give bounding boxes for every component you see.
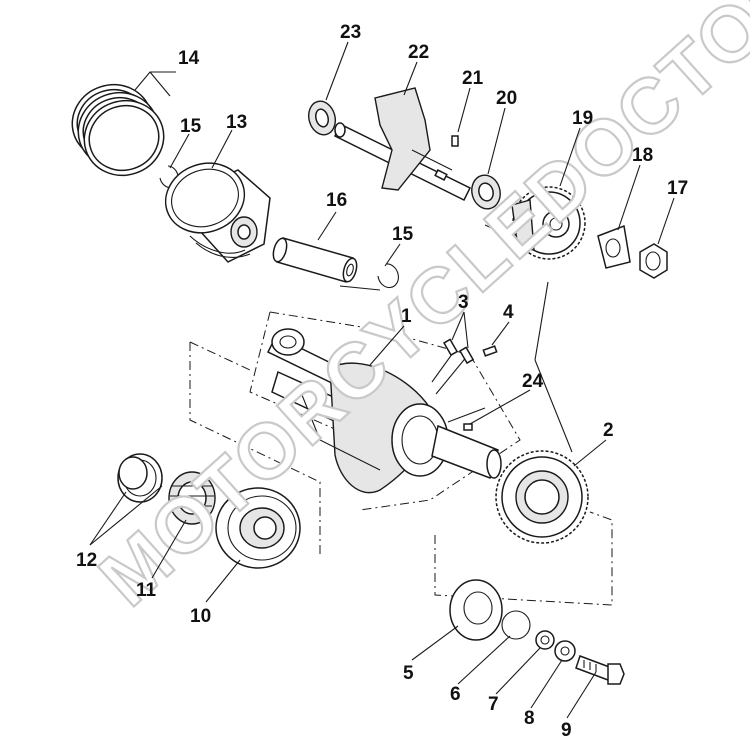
callout-6: 6 bbox=[450, 684, 461, 705]
callout-4: 4 bbox=[503, 302, 514, 323]
callout-15-lower: 15 bbox=[392, 224, 414, 245]
callout-17: 17 bbox=[667, 178, 688, 199]
nut bbox=[639, 243, 668, 279]
retainer-plate bbox=[449, 579, 503, 641]
oil-seal bbox=[117, 453, 163, 503]
primary-drive-gear bbox=[495, 450, 589, 544]
callout-23: 23 bbox=[340, 22, 361, 43]
balancer-shaft bbox=[334, 87, 472, 202]
callout-3: 3 bbox=[458, 292, 469, 313]
callout-12: 12 bbox=[76, 550, 97, 571]
callout-9: 9 bbox=[561, 720, 572, 741]
dowel-pin bbox=[463, 423, 473, 431]
woodruff-key bbox=[451, 135, 459, 147]
callout-5: 5 bbox=[403, 663, 414, 684]
callout-1: 1 bbox=[401, 306, 412, 327]
piston-pin-clip-lower bbox=[377, 263, 399, 288]
callout-16: 16 bbox=[326, 190, 347, 211]
needle-bearing bbox=[168, 471, 216, 525]
callout-19: 19 bbox=[572, 108, 593, 129]
callout-18: 18 bbox=[632, 145, 653, 166]
callout-21: 21 bbox=[462, 68, 484, 89]
balancer-driven-gear bbox=[511, 186, 586, 260]
spring bbox=[443, 338, 475, 365]
leader-lines bbox=[89, 41, 675, 719]
pin bbox=[482, 345, 498, 357]
lock-washer bbox=[597, 224, 631, 269]
crank-bearing bbox=[215, 487, 301, 569]
callout-7: 7 bbox=[488, 694, 499, 715]
callout-11: 11 bbox=[136, 580, 157, 601]
piston bbox=[164, 162, 271, 263]
circlip bbox=[501, 610, 531, 640]
callout-20: 20 bbox=[496, 88, 517, 109]
washer-a bbox=[535, 630, 555, 650]
callout-2: 2 bbox=[603, 420, 614, 441]
callout-8: 8 bbox=[524, 708, 535, 729]
washer-b bbox=[554, 640, 576, 662]
callout-13: 13 bbox=[226, 112, 247, 133]
bolt bbox=[575, 655, 625, 685]
balancer-bearing-left bbox=[307, 100, 337, 136]
callout-24: 24 bbox=[522, 371, 544, 392]
callout-22: 22 bbox=[408, 42, 429, 63]
piston-pin bbox=[272, 237, 358, 283]
callout-10: 10 bbox=[190, 606, 211, 627]
callout-labels: 14 15 13 23 22 21 20 19 18 17 16 15 1 3 … bbox=[76, 22, 688, 741]
callout-15-upper: 15 bbox=[180, 116, 202, 137]
piston-ring-set bbox=[71, 83, 165, 177]
crankshaft-assembly bbox=[266, 328, 502, 494]
callout-14: 14 bbox=[178, 48, 200, 69]
balancer-bearing-right bbox=[471, 174, 501, 210]
